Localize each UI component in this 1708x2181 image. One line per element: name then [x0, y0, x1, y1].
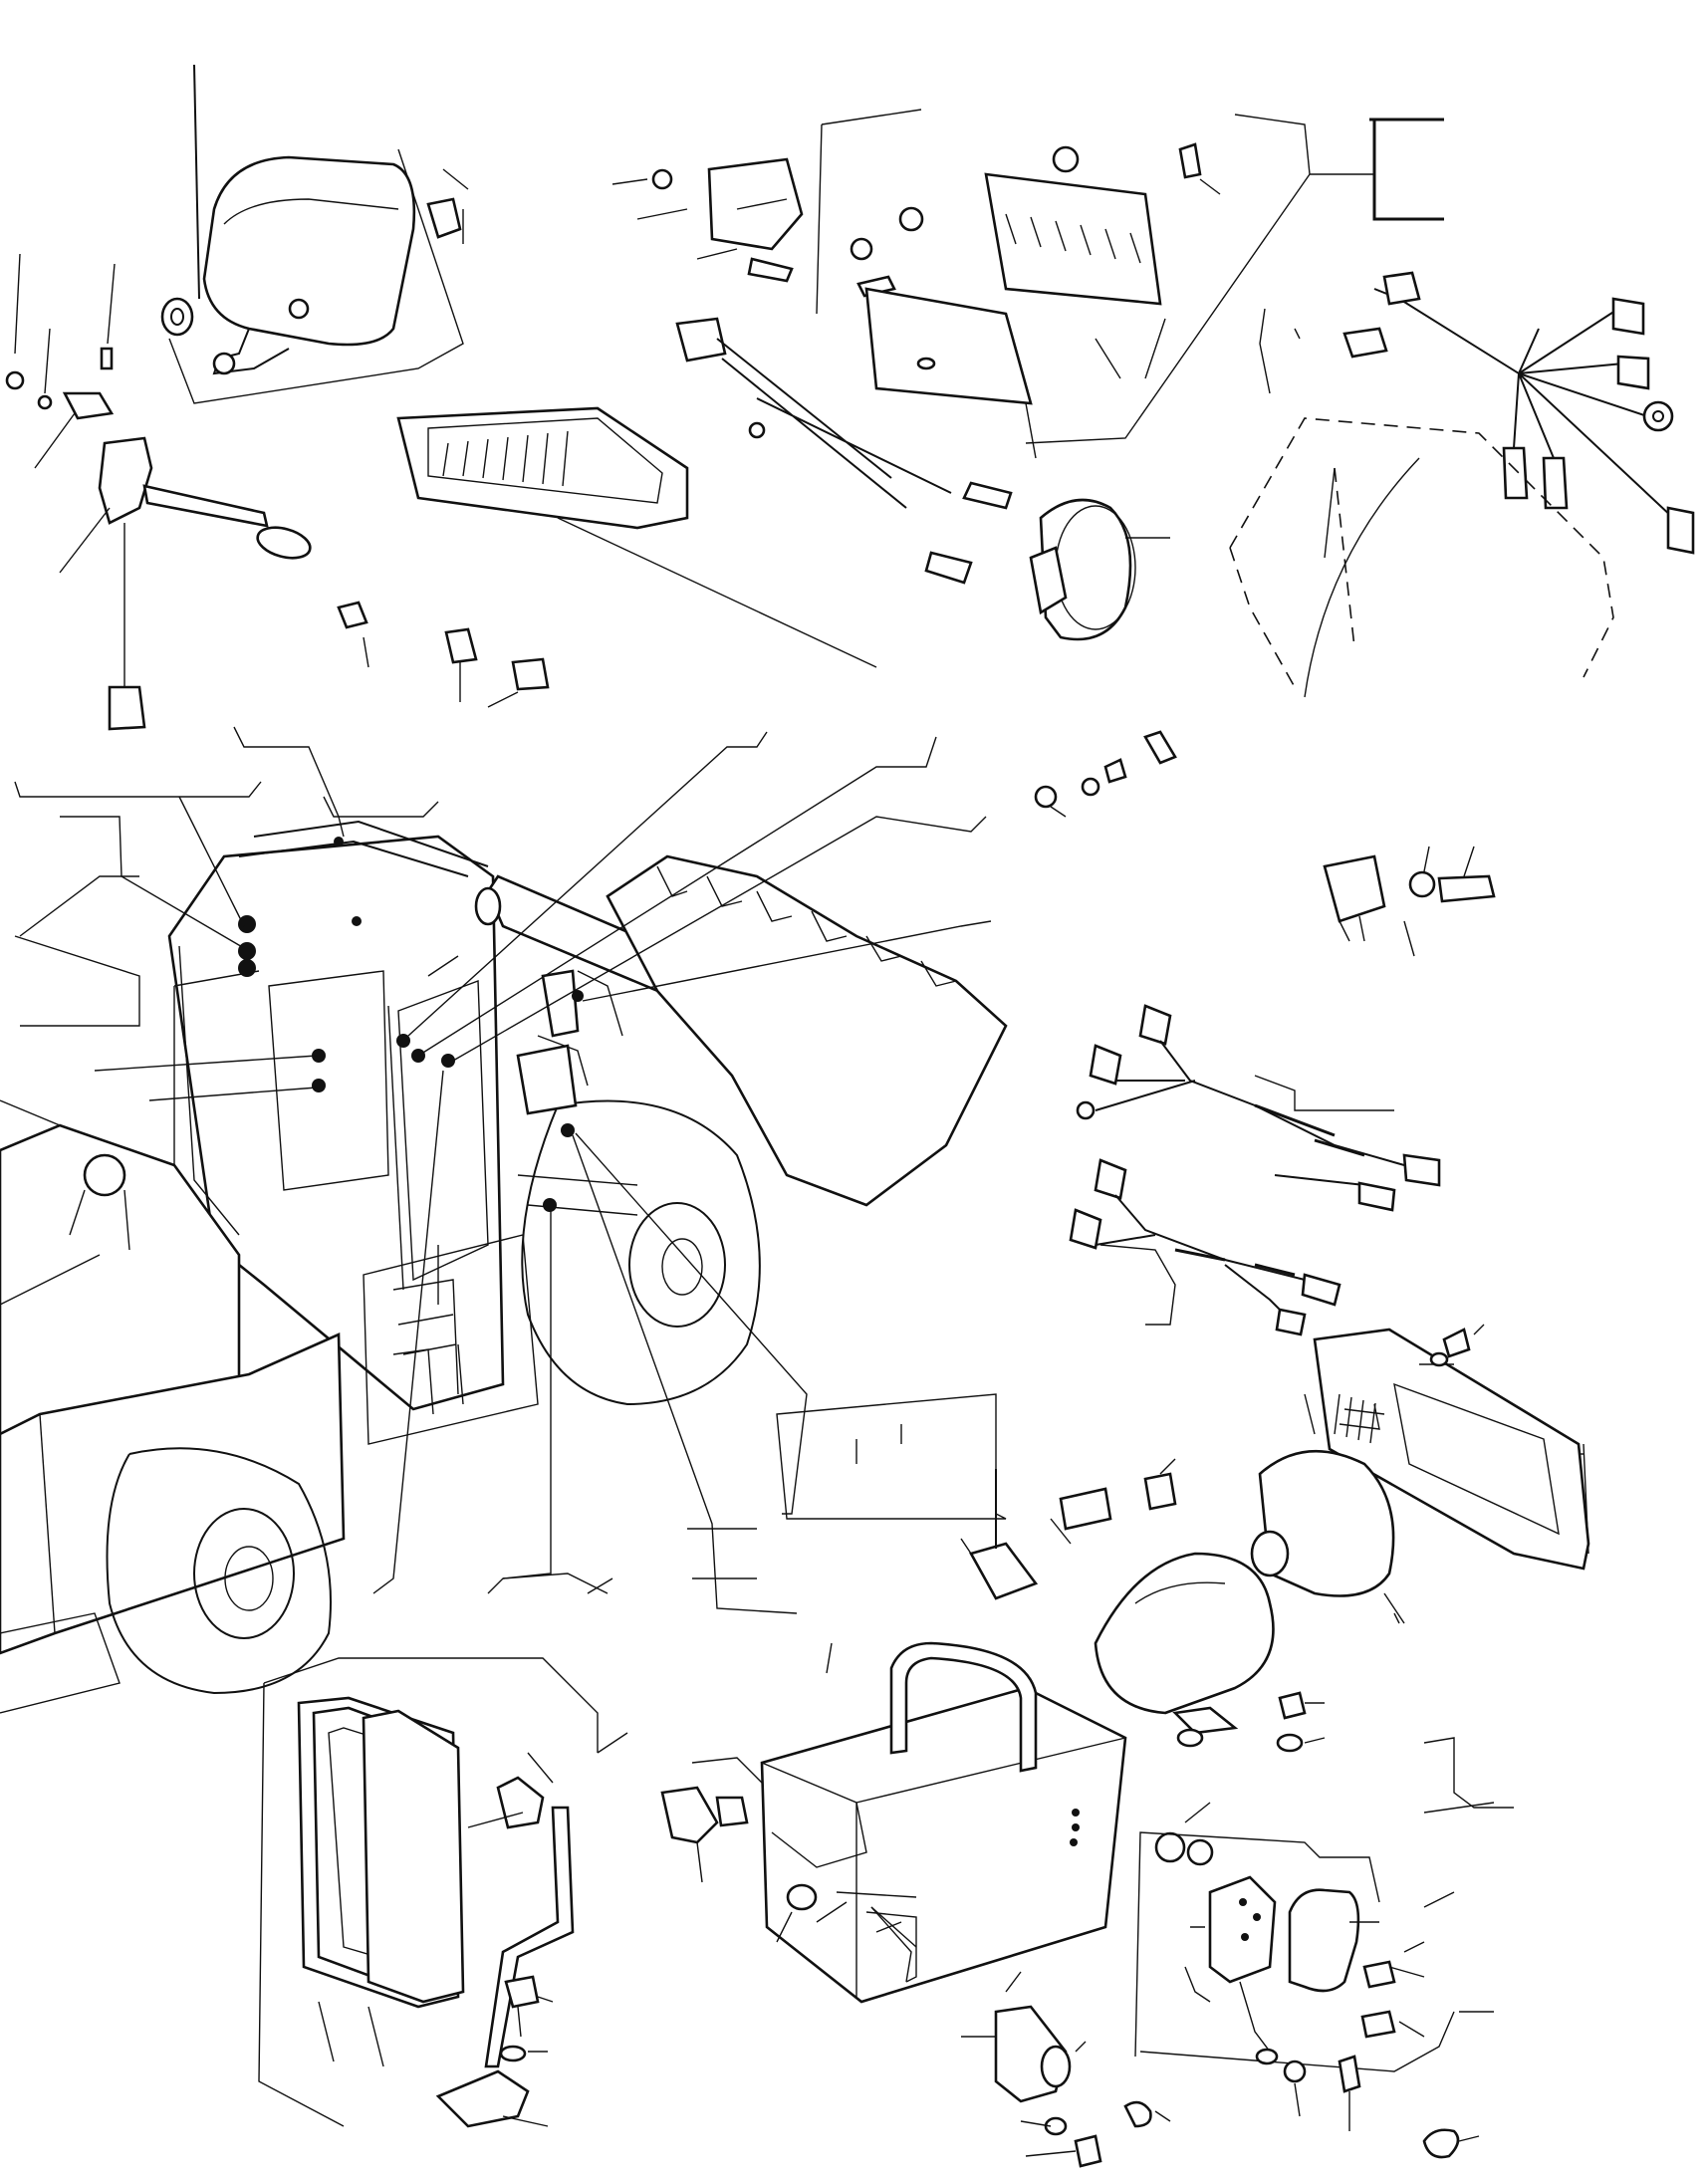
- light-bar-screw: [337, 601, 368, 629]
- location-dot: [238, 915, 256, 933]
- lamp-holder: [1208, 1875, 1277, 1984]
- beacon-group: [961, 1971, 1171, 2168]
- battery-plug: [786, 1883, 818, 1911]
- round-work-lamp: [1094, 1552, 1400, 1753]
- battery-box-group: [691, 1641, 1127, 2022]
- rear-counterweight: [0, 1333, 346, 1655]
- relay-screw: [747, 257, 794, 283]
- rear-wheel-rim: [193, 1508, 295, 1639]
- rear-tire: [106, 1447, 332, 1695]
- lamp-mount-washer: [1276, 1733, 1304, 1753]
- relay-harness-group: [611, 157, 1013, 585]
- switch-connector: [108, 685, 146, 731]
- toggle-switch: [969, 1542, 1039, 1600]
- horn-bolt: [1143, 730, 1177, 765]
- lamp-bolt-head: [212, 352, 236, 375]
- cab-window-left: [268, 970, 389, 1191]
- lever-knob: [256, 526, 312, 560]
- rear-lamp-box: [516, 1044, 578, 1115]
- front-tire: [521, 1099, 761, 1406]
- battery-nut-b: [1186, 1838, 1214, 1866]
- tail-lamp-lens: [1288, 1888, 1360, 1993]
- battery-switch-group: [660, 1786, 1214, 1943]
- grommet: [160, 297, 194, 337]
- air-cleaner-cap: [83, 1153, 126, 1197]
- cab-roof-outline: [1229, 417, 1614, 957]
- harness-connector: [675, 317, 727, 363]
- harness-sleeve-a: [1502, 446, 1529, 500]
- loader-bucket: [606, 854, 1008, 1207]
- wire-set-lower: [1069, 1158, 1342, 1336]
- screw: [5, 370, 25, 390]
- tail-lamp-group: [1134, 1737, 1514, 2159]
- battery-box-handle: [889, 1641, 1038, 1773]
- combination-switch-body: [98, 436, 153, 525]
- harness-plug-b: [1616, 355, 1650, 390]
- switch-lever: [142, 484, 269, 528]
- lamp-washer: [499, 2045, 527, 2062]
- tail-lamp-screw: [1362, 1960, 1396, 1989]
- relay-unit: [707, 157, 804, 251]
- fuse: [1178, 142, 1202, 179]
- work-lamp-right-group: [1250, 1324, 1590, 1624]
- articulation-frame: [363, 1234, 539, 1445]
- bezel-screw: [1442, 1328, 1471, 1358]
- harness-top-right: [1342, 271, 1695, 555]
- leader-lines: [14, 726, 1007, 1614]
- lamp-clamp: [496, 1776, 545, 1829]
- festoon-bulb: [1059, 1487, 1112, 1531]
- light-bar-lens: [396, 406, 689, 530]
- terminal-plug: [924, 551, 973, 585]
- horn-nut: [1034, 785, 1058, 809]
- lamp-post-base: [435, 2069, 530, 2128]
- relay-washer: [1408, 870, 1436, 898]
- fuse-box-group: [816, 109, 1444, 459]
- roof-relay: [1323, 854, 1386, 923]
- wire-set-upper: [1076, 1004, 1441, 1212]
- work-lamp-housing: [202, 155, 416, 347]
- lamp-mount-bolt: [1278, 1691, 1307, 1720]
- battery-nut-a: [1154, 1831, 1186, 1863]
- tail-lamp-bulb: [1422, 2128, 1460, 2159]
- work-lamp-group: [160, 64, 469, 404]
- rectangular-lamp-group: [258, 1657, 628, 2128]
- light-bar-bulb-b: [511, 657, 550, 691]
- lamp-bulb: [426, 197, 462, 239]
- ring-terminal: [1642, 400, 1674, 432]
- cab-door-window: [397, 980, 489, 1282]
- bulbs-and-switch-center: [960, 1458, 1177, 1600]
- work-lamp-reflector: [1258, 1449, 1395, 1597]
- front-wheel-rim: [628, 1202, 726, 1328]
- wheel-loader-machine: [0, 820, 1008, 1714]
- front-light-bar-group: [337, 406, 877, 708]
- light-bar-bulb-a: [444, 627, 478, 664]
- fuse-box-cover: [864, 287, 1033, 405]
- lamp-post: [484, 1806, 575, 2068]
- harness-plug-c: [1666, 506, 1695, 555]
- horn-group: [1029, 498, 1177, 818]
- battery-master-switch: [660, 1786, 719, 1844]
- mounting-bracket: [62, 391, 115, 420]
- fuse-board: [984, 172, 1162, 306]
- screw-small: [100, 347, 114, 370]
- harness-sleeve-b: [1542, 456, 1569, 510]
- relay-screw: [1437, 874, 1496, 903]
- lamp-bolt: [504, 1975, 540, 2009]
- harness-connector-a: [1342, 327, 1388, 359]
- harness-plug-a: [1611, 297, 1645, 336]
- side-mirror: [541, 969, 580, 1038]
- round-lamp-body: [1094, 1552, 1275, 1715]
- fuse-box-nut: [1052, 145, 1080, 173]
- wire-terminal: [962, 481, 1013, 510]
- combination-switch-group: [5, 253, 312, 731]
